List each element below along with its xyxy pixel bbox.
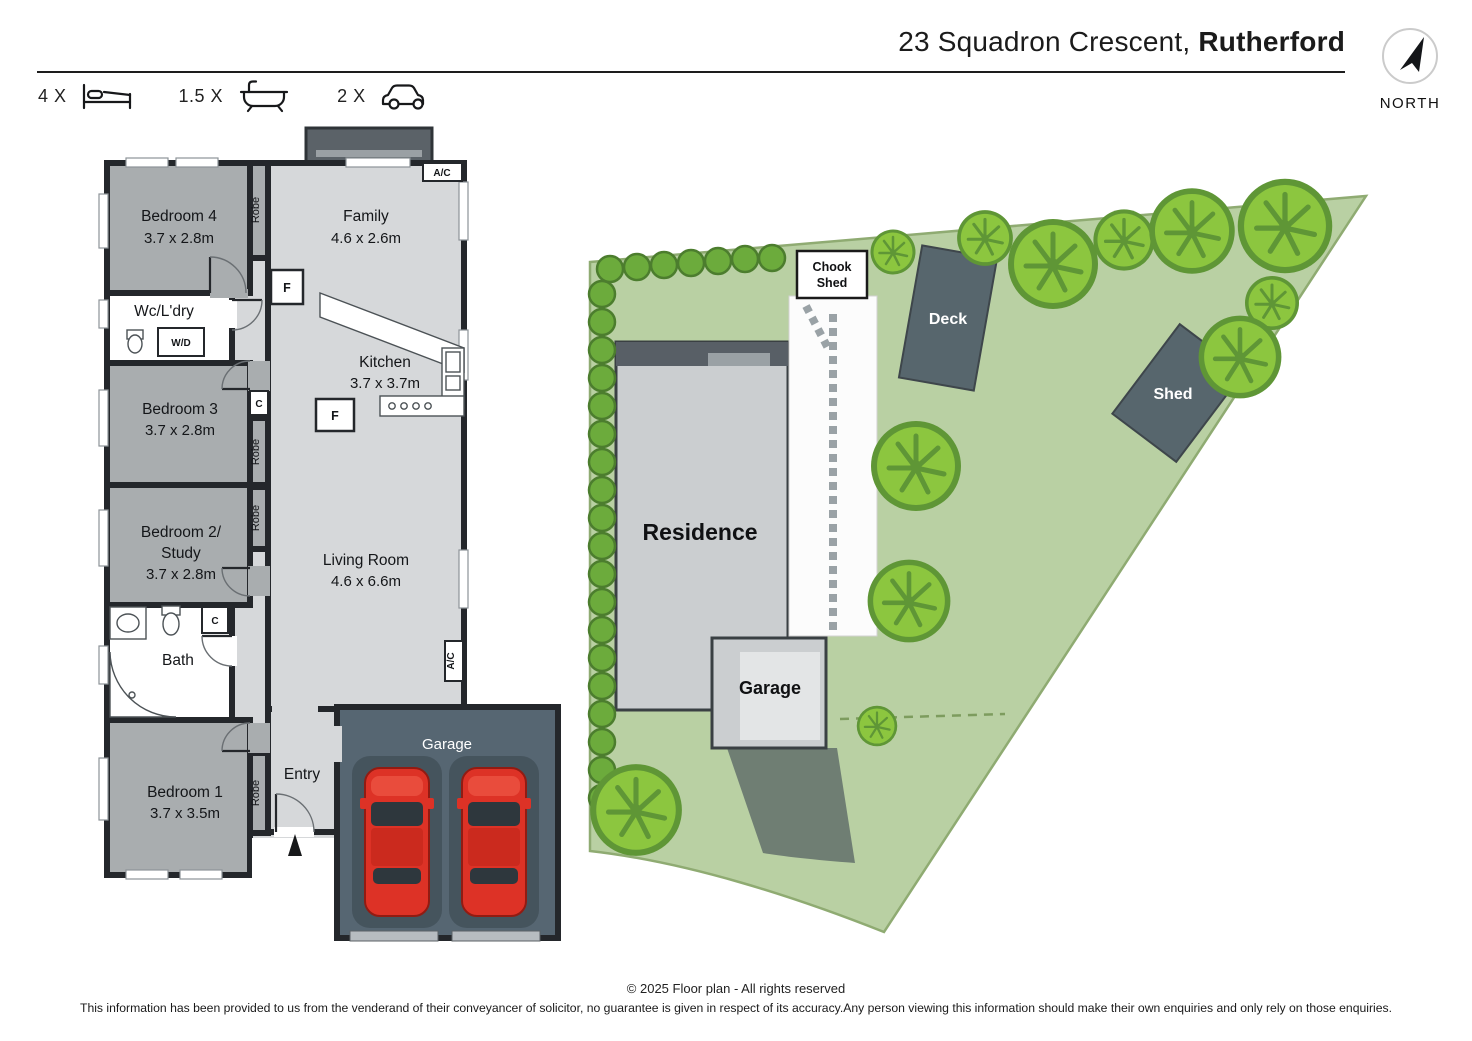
bed-icon — [82, 83, 131, 110]
toilet-icon — [161, 605, 181, 636]
label-bedroom4-dims: 3.7 x 2.8m — [144, 230, 214, 247]
label-bedroom1-dims: 3.7 x 3.5m — [150, 805, 220, 822]
car-icon — [381, 84, 424, 110]
label-cupboard-1: C — [255, 399, 262, 410]
label-bedroom3-dims: 3.7 x 2.8m — [145, 422, 215, 439]
legend-cars: 2 X — [337, 80, 432, 112]
floor-plan: Bedroom 4 3.7 x 2.8m Family 4.6 x 2.6m W… — [98, 126, 561, 942]
label-ac-top: A/C — [433, 168, 450, 179]
label-bedroom2-name2: Study — [161, 545, 201, 562]
label-family-dims: 4.6 x 2.6m — [331, 230, 401, 247]
address-main: 23 Squadron Crescent, — [898, 26, 1191, 57]
north-compass: NORTH — [1374, 18, 1446, 112]
label-wd: W/D — [171, 338, 190, 349]
feature-legend: 4 X 1.5 X 2 X — [38, 78, 478, 114]
label-living-dims: 4.6 x 6.6m — [331, 573, 401, 590]
label-garage-fp: Garage — [422, 736, 472, 753]
boundary-dashed-line — [839, 712, 1006, 721]
site-deck-label: Deck — [929, 311, 967, 328]
legend-baths: 1.5 X — [179, 78, 292, 114]
utility-boxes — [157, 162, 464, 682]
beds-count: 4 X — [38, 85, 67, 106]
label-wc-laundry: Wc/L'dry — [134, 303, 194, 320]
entry-arrow-icon — [288, 834, 302, 856]
label-cupboard-2: C — [211, 616, 218, 627]
label-family-name: Family — [343, 208, 389, 225]
sink-icon — [445, 351, 461, 373]
label-fridge-2: F — [331, 409, 339, 423]
bath-fixtures — [109, 605, 181, 718]
north-arrow-icon — [1382, 28, 1438, 84]
label-robe-bed1: Robe — [250, 780, 262, 806]
label-ac-right: A/C — [446, 652, 457, 669]
stove-icon — [388, 402, 432, 410]
robe-bedroom4 — [247, 160, 271, 261]
shower-icon — [109, 651, 177, 718]
label-robe-bed3: Robe — [250, 439, 262, 465]
cars-count: 2 X — [337, 85, 366, 106]
site-plan: Residence Garage Deck Shed Chook Shed — [589, 179, 1369, 934]
label-entry: Entry — [284, 766, 320, 783]
page-title: 23 Squadron Crescent, Rutherford — [37, 26, 1345, 58]
header-divider — [37, 71, 1345, 73]
wc-laundry-fixtures — [126, 329, 144, 354]
label-bath: Bath — [162, 652, 194, 669]
site-garage — [710, 636, 828, 750]
label-kitchen-name: Kitchen — [359, 354, 411, 371]
label-robe-bed4: Robe — [250, 197, 262, 223]
copyright-line: © 2025 Floor plan - All rights reserved — [626, 981, 846, 996]
site-chook-shed — [795, 249, 869, 300]
disclaimer-line: This information has been provided to us… — [80, 1001, 1392, 1015]
toilet-icon — [126, 329, 144, 354]
site-deck — [897, 244, 999, 392]
driveway — [727, 748, 855, 863]
site-residence-label: Residence — [642, 519, 757, 545]
label-living-name: Living Room — [323, 552, 409, 569]
room-living-family-kitchen — [265, 160, 467, 712]
site-residence — [614, 340, 790, 712]
robe-bedroom2 — [247, 484, 271, 552]
site-path — [788, 295, 878, 637]
car-right — [449, 756, 539, 928]
chook-shed-label-line2: Shed — [817, 276, 848, 290]
label-bedroom2-name1: Bedroom 2/ — [141, 524, 222, 541]
label-bedroom4-name: Bedroom 4 — [141, 208, 217, 225]
room-bedroom4 — [104, 160, 253, 296]
label-bedroom2-dims: 3.7 x 2.8m — [146, 566, 216, 583]
site-garage-label: Garage — [739, 678, 801, 698]
address-suburb: Rutherford — [1198, 26, 1345, 57]
label-fridge-1: F — [283, 281, 291, 295]
car-left — [352, 756, 442, 928]
chook-shed-label-line1: Chook — [813, 260, 852, 274]
kitchen-fixtures — [319, 291, 465, 417]
site-shed-label: Shed — [1153, 386, 1192, 403]
label-bedroom1-name: Bedroom 1 — [147, 784, 223, 801]
baths-count: 1.5 X — [178, 85, 224, 106]
legend-beds: 4 X — [38, 79, 133, 113]
windows — [98, 157, 469, 880]
north-label: NORTH — [1379, 95, 1441, 112]
doors — [201, 256, 342, 837]
label-robe-bed2: Robe — [250, 505, 262, 531]
label-bedroom3-name: Bedroom 3 — [142, 401, 218, 418]
label-kitchen-dims: 3.7 x 3.7m — [350, 375, 420, 392]
bath-icon — [239, 80, 289, 113]
